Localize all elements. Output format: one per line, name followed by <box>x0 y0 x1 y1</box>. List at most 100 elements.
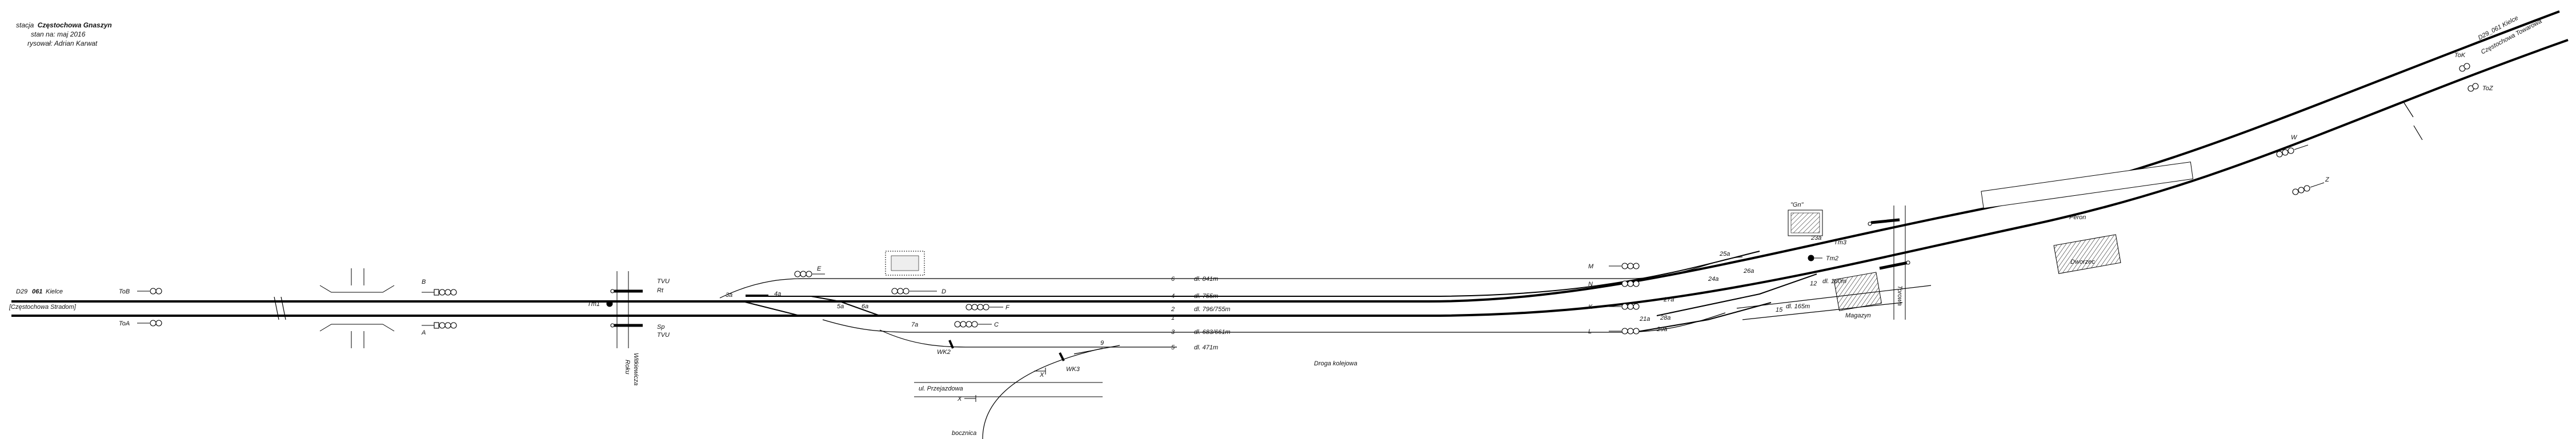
siding-label: bocznica <box>952 430 976 437</box>
dworzec-label: Dworzec <box>2070 259 2095 265</box>
buildings <box>885 162 2194 311</box>
track-5-number: 5 <box>1171 344 1175 351</box>
label-l: L <box>1588 328 1592 335</box>
track-4-number: 4 <box>1171 293 1175 300</box>
date-line: stan na: maj 2016 <box>31 30 86 38</box>
viaduct-west <box>319 268 395 348</box>
crossover-west <box>742 301 800 316</box>
label-e: E <box>817 265 822 272</box>
signal-w <box>2276 144 2309 158</box>
switch-23: 23a <box>1810 235 1821 241</box>
author-line: rysował: Adrian Karwat <box>27 39 98 47</box>
building-magazyn <box>1833 272 1882 311</box>
signal-x-south <box>964 395 976 402</box>
track-main-top <box>11 10 2560 303</box>
signal-m <box>1609 263 1640 269</box>
track-1-number: 1 <box>1171 315 1175 321</box>
track-12-number: 12 <box>1810 280 1817 287</box>
track-4-length: dl. 755m <box>1194 293 1218 300</box>
header-block: stacja Częstochowa Gnaszyn stan na: maj … <box>16 21 112 48</box>
label-d: D <box>942 288 946 295</box>
crossing-line1: Roku <box>624 360 631 374</box>
label-m: M <box>1588 263 1594 270</box>
scheme-labels: D29 061 Kielce [Częstochowa Stradom] ToB… <box>9 15 2543 437</box>
switch-27: 27a <box>1663 296 1674 303</box>
label-x-mid: X <box>1039 372 1044 378</box>
south-road <box>914 382 1103 397</box>
track-2-number: 2 <box>1171 306 1175 313</box>
switch-26: 26a <box>1743 268 1754 275</box>
track-5-length: dl. 471m <box>1194 344 1218 351</box>
level-crossing-east <box>1868 206 1910 320</box>
signal-toa <box>137 320 162 327</box>
switch-4: 4a <box>774 291 781 297</box>
signal-f <box>966 304 1003 311</box>
label-z: Z <box>2325 176 2330 183</box>
label-wk3: WK3 <box>1066 366 1080 373</box>
signal-toz <box>2467 83 2479 92</box>
track-6-number: 6 <box>1171 276 1175 283</box>
towing-label: Torowa <box>1896 285 1903 306</box>
track-12 <box>1736 285 1932 309</box>
label-n: N <box>1588 281 1593 288</box>
crossing-line2: Witkiewicza <box>632 353 639 385</box>
signal-l <box>1609 328 1640 335</box>
label-c: C <box>994 321 999 328</box>
label-x-south: X <box>957 396 962 402</box>
main-tracks <box>11 10 2569 439</box>
track-15-number: 15 <box>1776 307 1783 313</box>
label-tvu-top: TVU <box>657 278 670 285</box>
signal-a <box>422 322 457 329</box>
direction-bottom: [Częstochowa Stradom] <box>9 304 77 311</box>
signal-symbols <box>137 63 2479 402</box>
crossover-east2 <box>1633 302 1772 333</box>
signal-tok <box>2459 63 2470 72</box>
track-12-length: dl. 160m <box>1822 278 1846 285</box>
label-a: A <box>421 329 426 336</box>
center-note: Droga kolejowa <box>1314 360 1357 367</box>
spur-9 <box>1073 345 1120 355</box>
siding-spur <box>982 348 1103 439</box>
signal-tob <box>137 288 162 295</box>
crossover-mid <box>811 296 880 316</box>
switch-29: 29a <box>1656 326 1667 333</box>
label-toz: ToZ <box>2482 85 2494 92</box>
signal-z <box>2292 182 2325 195</box>
label-b: B <box>422 279 426 285</box>
level-crossing <box>610 271 643 348</box>
signal-tm1 <box>606 300 613 307</box>
station-name: Częstochowa Gnaszyn <box>37 21 112 29</box>
track-15-length: dl. 165m <box>1786 303 1810 310</box>
crossover-east <box>1656 273 1817 316</box>
label-tob: ToB <box>119 288 130 295</box>
switch-24: 24a <box>1708 276 1718 283</box>
label-tok: ToK <box>2454 52 2466 59</box>
label-f: F <box>1005 304 1010 311</box>
signal-d <box>891 288 937 295</box>
station-line: stacja Częstochowa Gnaszyn <box>16 21 112 30</box>
track-6-length: dl. 841m <box>1194 276 1218 283</box>
signal-x-mid <box>1034 368 1046 374</box>
label-toa: ToA <box>119 320 130 327</box>
magazyn-label: Magazyn <box>1845 312 1871 319</box>
track-15 <box>1742 302 1903 320</box>
track-3-length: dl. 683/661m <box>1194 329 1231 336</box>
signal-n <box>1609 280 1640 287</box>
signal-k <box>1609 303 1640 310</box>
track-5 <box>879 329 1177 348</box>
line-code: D29 <box>16 288 27 295</box>
label-k: K <box>1588 304 1593 311</box>
label-w: W <box>2291 134 2298 141</box>
label-wk2: WK2 <box>937 349 951 356</box>
platform-label: Peron <box>2069 214 2086 221</box>
buffers <box>746 295 1065 361</box>
switch-9: 9 <box>1100 340 1104 347</box>
label-r-top: Rt <box>657 287 664 294</box>
building-dworzec <box>2053 234 2121 274</box>
signal-b <box>422 289 457 296</box>
track-main-bottom <box>11 39 2569 317</box>
label-tm3: Tm3 <box>1834 239 1847 246</box>
track-4 <box>766 251 1760 297</box>
signal-e <box>794 271 825 277</box>
